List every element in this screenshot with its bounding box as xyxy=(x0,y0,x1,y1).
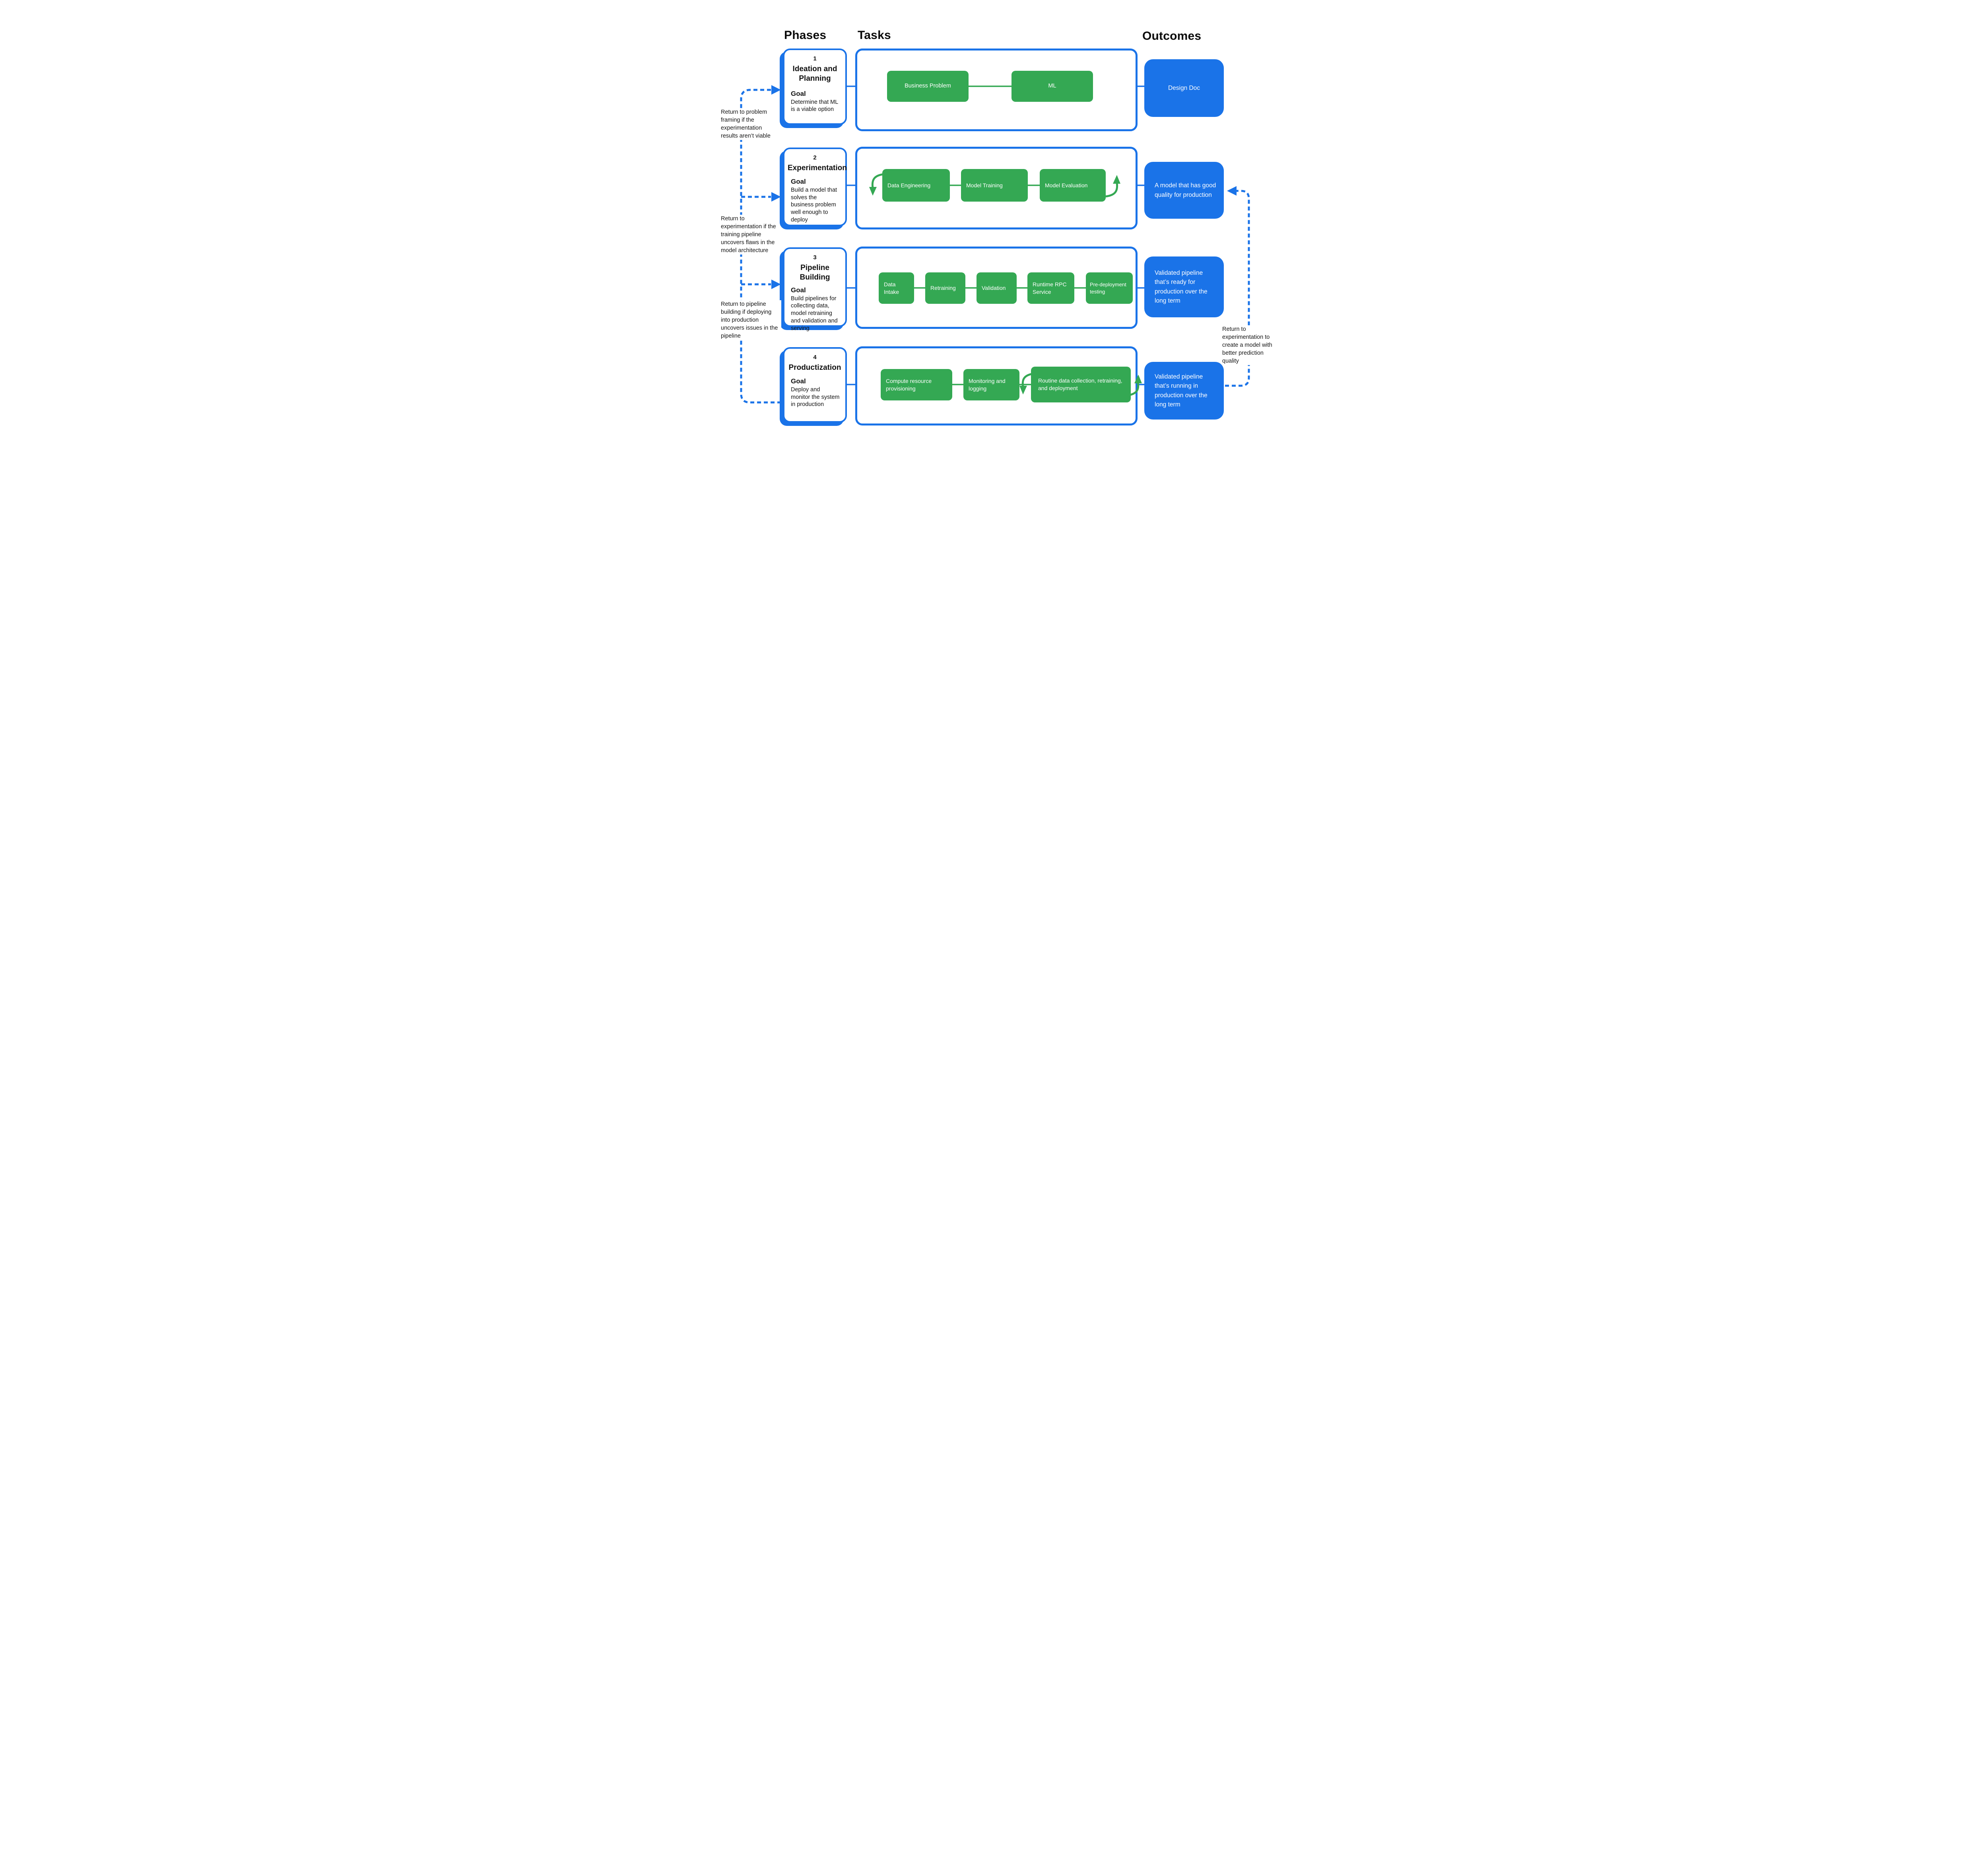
column-header-tasks: Tasks xyxy=(858,29,891,42)
task-box-monitoring-and-logging: Monitoring and logging xyxy=(963,369,1019,400)
loop-arrowhead-up-icon xyxy=(1134,375,1142,383)
task-label: Data Intake xyxy=(884,281,899,295)
loop-arrowhead-down-icon xyxy=(869,187,877,196)
task-box-data-engineering: Data Engineering xyxy=(882,169,950,202)
task-box-retraining: Retraining xyxy=(925,272,965,304)
task-box-model-evaluation: Model Evaluation xyxy=(1040,169,1106,202)
phase-number: 2 xyxy=(813,154,817,161)
task-label: Data Engineering xyxy=(887,182,931,188)
experimentation-loop-arrow xyxy=(871,173,1118,198)
outcome-box-validated-pipeline-running: Validated pipeline that’s running in pro… xyxy=(1144,362,1224,420)
task-label: Model Training xyxy=(966,182,1003,188)
goal-label: Goal xyxy=(791,286,806,294)
task-label: Business Problem xyxy=(905,83,951,89)
annotation-return-pipeline-building: Return to pipeline building if deploying… xyxy=(721,300,781,340)
task-label: Model Evaluation xyxy=(1045,182,1088,188)
task-box-ml: ML xyxy=(1011,71,1093,102)
return-arrowhead-icon xyxy=(771,192,781,202)
phase-number: 1 xyxy=(813,55,817,62)
task-label: Monitoring and logging xyxy=(969,377,1006,392)
task-box-compute-resource-provisioning: Compute resource provisioning xyxy=(881,369,952,400)
phase-title: Productization xyxy=(788,363,841,372)
outcome-label: A model that has good quality for produc… xyxy=(1155,182,1216,198)
outcome-label: Validated pipeline that’s running in pro… xyxy=(1155,373,1208,408)
goal-text: Build pipelines for collecting data, mod… xyxy=(791,295,838,332)
phase-title: Pipeline Building xyxy=(800,264,830,282)
goal-text: Determine that ML is a viable option xyxy=(791,99,838,113)
phase-card-productization: 4 Productization Goal Deploy and monitor… xyxy=(783,347,847,423)
return-arrowhead-icon xyxy=(771,280,781,289)
ml-workflow-diagram: Phases Tasks Outcomes xyxy=(712,0,1276,465)
outcome-box-design-doc: Design Doc xyxy=(1144,59,1224,117)
annotation-return-problem-framing: Return to problem framing if the experim… xyxy=(721,108,777,140)
loop-arrowhead-down-icon xyxy=(1019,386,1027,394)
phase-card-pipeline-building: 3 Pipeline Building Goal Build pipelines… xyxy=(783,247,847,332)
outcome-label: Design Doc xyxy=(1168,84,1200,91)
return-arrowhead-icon xyxy=(1227,186,1237,196)
annotation-return-experimentation-quality: Return to experimentation to create a mo… xyxy=(1222,325,1273,365)
goal-label: Goal xyxy=(791,89,806,97)
task-box-business-problem: Business Problem xyxy=(887,71,969,102)
goal-text: Build a model that solves the business p… xyxy=(791,186,837,223)
task-box-model-training: Model Training xyxy=(961,169,1028,202)
task-box-data-intake: Data Intake xyxy=(879,272,914,304)
task-box-routine-data-collection: Routine data collection, retraining, and… xyxy=(1031,367,1131,402)
task-label: ML xyxy=(1048,83,1056,89)
phase-card-experimentation: 2 Experimentation Goal Build a model tha… xyxy=(783,148,847,226)
phase-number: 3 xyxy=(813,254,817,261)
task-label: Compute resource provisioning xyxy=(886,377,932,392)
phase-card-ideation: 1 Ideation and Planning Goal Determine t… xyxy=(783,49,847,125)
task-label: Retraining xyxy=(930,285,956,291)
goal-text: Deploy and monitor the system in product… xyxy=(791,386,840,408)
column-header-outcomes: Outcomes xyxy=(1142,29,1202,43)
task-label: Runtime RPC Service xyxy=(1033,281,1067,295)
goal-label: Goal xyxy=(791,377,806,385)
outcome-box-validated-pipeline-ready: Validated pipeline that’s ready for prod… xyxy=(1144,256,1224,317)
outcome-box-model-quality: A model that has good quality for produc… xyxy=(1144,162,1224,219)
task-box-runtime-rpc-service: Runtime RPC Service xyxy=(1027,272,1074,304)
phase-title: Experimentation xyxy=(788,164,847,172)
goal-label: Goal xyxy=(791,177,806,185)
task-box-validation: Validation xyxy=(977,272,1017,304)
task-label: Validation xyxy=(982,285,1006,291)
task-label: Routine data collection, retraining, and… xyxy=(1038,377,1122,391)
phase-title: Ideation and Planning xyxy=(792,65,837,83)
phase-number: 4 xyxy=(813,354,817,361)
column-header-phases: Phases xyxy=(784,29,827,42)
loop-arrowhead-up-icon xyxy=(1113,175,1120,184)
task-box-pre-deployment-testing: Pre-deployment testing xyxy=(1086,272,1133,304)
return-arrowhead-icon xyxy=(771,85,781,95)
task-label: Pre-deployment testing xyxy=(1090,281,1126,295)
outcome-label: Validated pipeline that’s ready for prod… xyxy=(1155,270,1208,304)
annotation-return-experimentation: Return to experimentation if the trainin… xyxy=(721,215,779,254)
